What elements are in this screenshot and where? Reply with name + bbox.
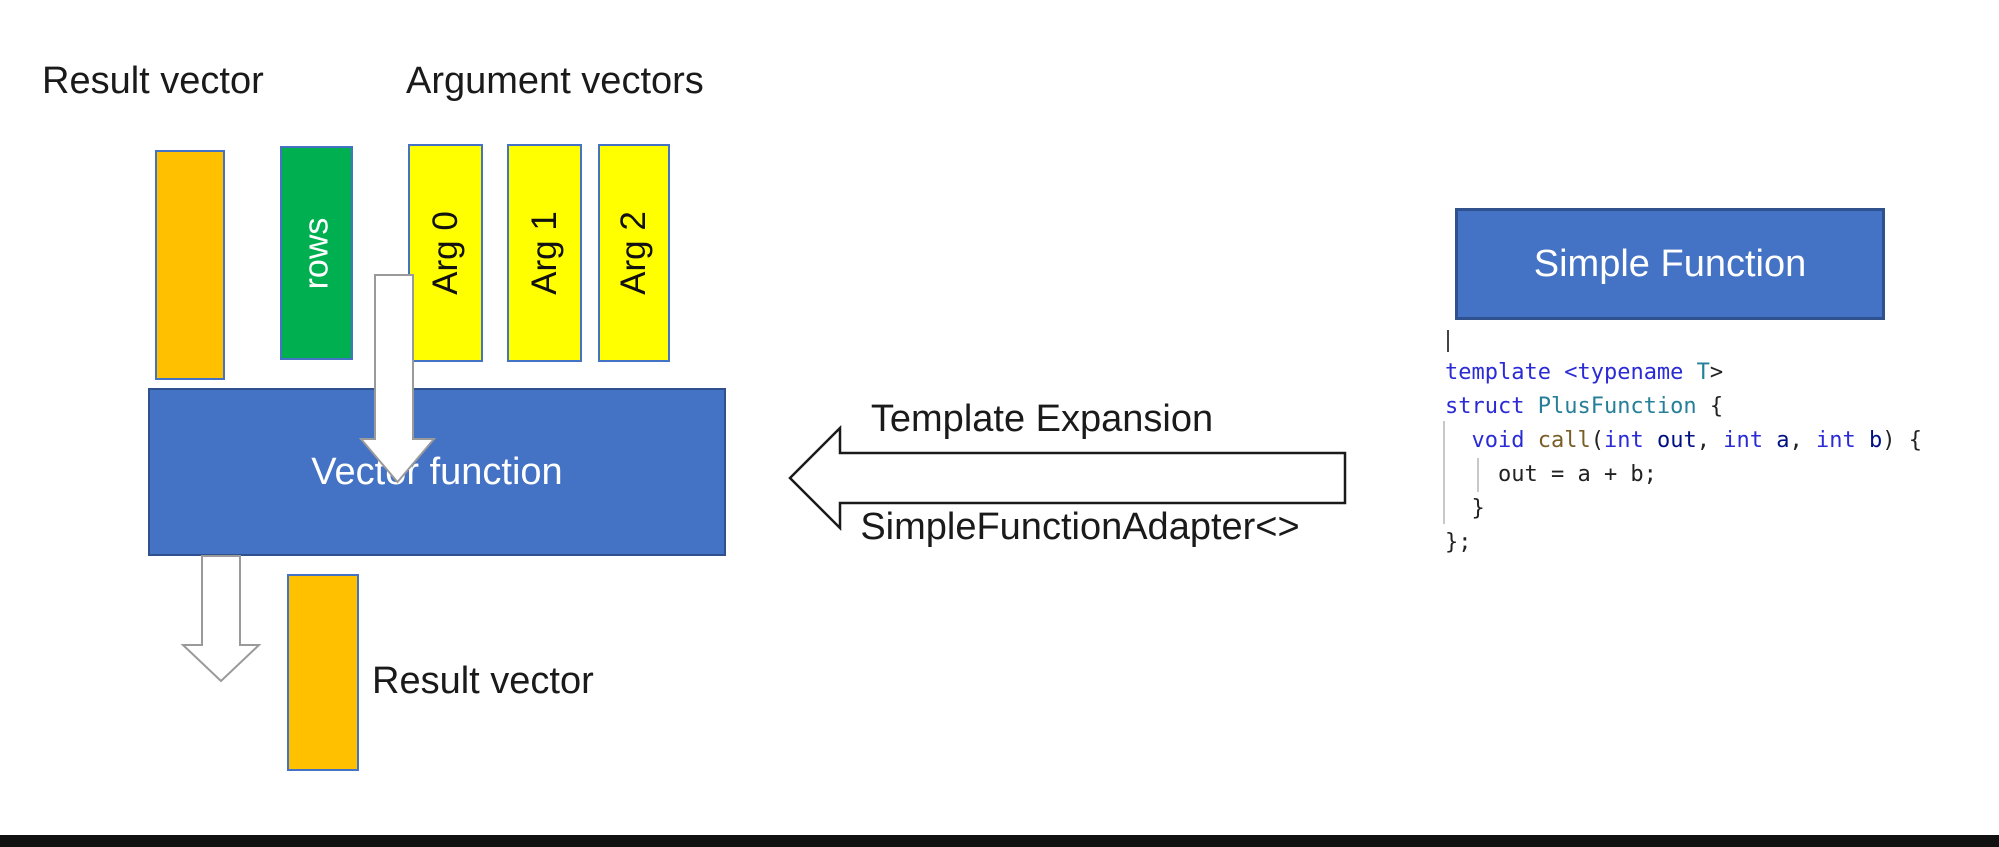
result-vector-bottom-label: Result vector — [372, 660, 594, 702]
arg1-bar: Arg 1 — [507, 144, 582, 362]
arg1-bar-label: Arg 1 — [524, 211, 564, 295]
indent-guide — [1443, 421, 1445, 524]
arg0-bar: Arg 0 — [408, 144, 483, 362]
down-arrow-out-of-vector-function — [180, 555, 262, 683]
arg2-bar: Arg 2 — [598, 144, 670, 362]
rows-bar: rows — [280, 146, 353, 360]
code-block: template <typename T>struct PlusFunction… — [1445, 360, 1922, 555]
simple-function-adapter-label: SimpleFunctionAdapter<> — [860, 506, 1300, 548]
indent-guide — [1477, 458, 1479, 492]
result-vector-bar-bottom — [287, 574, 359, 771]
arg0-bar-label: Arg 0 — [425, 211, 465, 295]
vector-function-label: Vector function — [311, 450, 563, 493]
vector-function-box: Vector function — [148, 388, 726, 556]
arg2-bar-label: Arg 2 — [614, 211, 653, 295]
slide-bottom-edge — [0, 835, 1999, 847]
text-cursor — [1447, 330, 1449, 352]
template-expansion-label: Template Expansion — [870, 398, 1214, 440]
simple-function-label: Simple Function — [1533, 242, 1807, 285]
argument-vectors-label: Argument vectors — [406, 60, 704, 102]
result-vector-top-label: Result vector — [42, 60, 264, 102]
result-vector-bar-top — [155, 150, 225, 380]
rows-bar-label: rows — [297, 217, 336, 289]
simple-function-box: Simple Function — [1455, 208, 1885, 320]
